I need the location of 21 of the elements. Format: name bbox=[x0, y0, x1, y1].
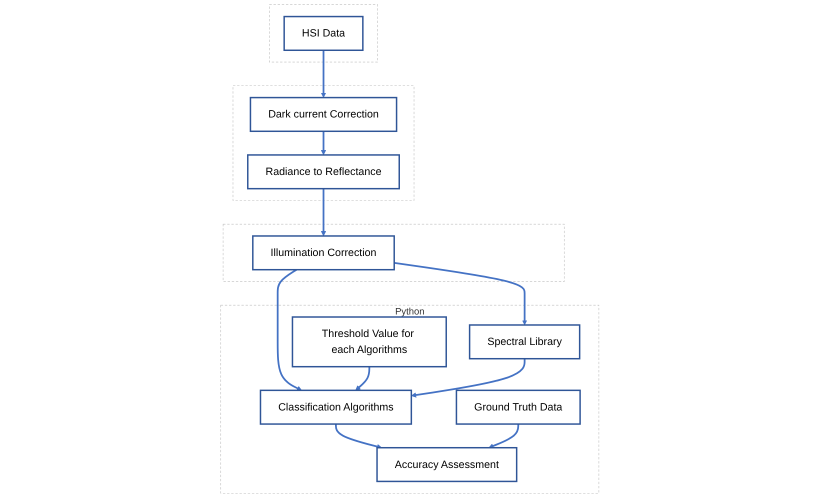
arrow bbox=[321, 131, 326, 156]
node-box: Ground Truth Data bbox=[456, 390, 582, 425]
arrow bbox=[488, 424, 520, 448]
cluster bbox=[232, 85, 415, 201]
arrow bbox=[335, 424, 382, 450]
node-box: HSI Data bbox=[284, 16, 364, 52]
node-box: Spectral Library bbox=[469, 324, 581, 360]
node-box: Classification Algorithms bbox=[260, 390, 412, 425]
node-box: Radiance to Reflectance bbox=[247, 154, 400, 190]
arrow bbox=[321, 50, 326, 98]
arrow bbox=[394, 262, 528, 326]
cluster bbox=[223, 224, 565, 282]
arrow bbox=[276, 268, 302, 391]
node-box: Accuracy Assessment bbox=[376, 446, 518, 482]
node-box: Illumination Correction bbox=[252, 235, 396, 270]
cluster bbox=[269, 4, 378, 62]
arrow bbox=[411, 358, 526, 398]
node-box: Threshold Value for each Algorithms bbox=[292, 316, 448, 368]
node-box: Dark current Correction bbox=[250, 96, 398, 132]
arrow bbox=[356, 366, 370, 391]
arrow bbox=[321, 188, 326, 236]
